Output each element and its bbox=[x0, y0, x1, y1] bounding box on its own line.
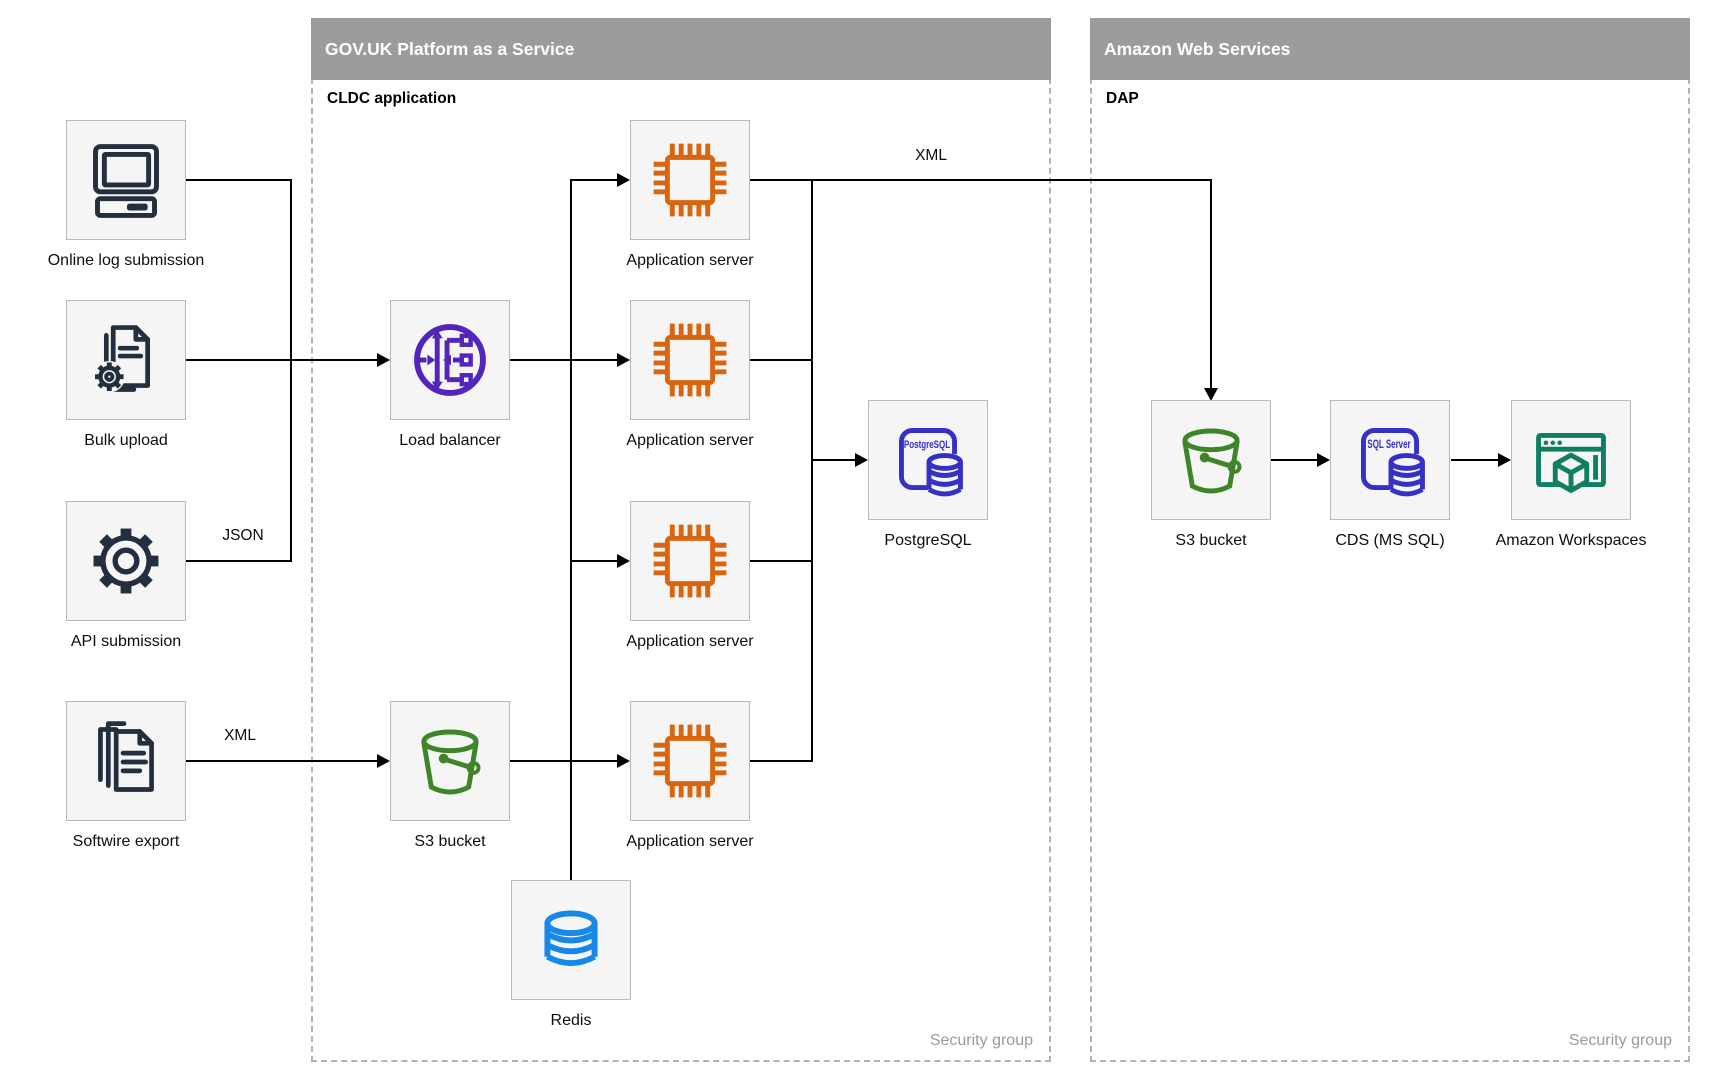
edge-xml-down-to-s3aws bbox=[1210, 179, 1212, 389]
node-application-server-1[interactable] bbox=[630, 120, 750, 240]
node-label: Softwire export bbox=[72, 833, 180, 850]
edge-collector-to-postgres bbox=[811, 459, 856, 461]
node-label: Application server bbox=[626, 833, 754, 850]
s3-bucket-icon bbox=[1182, 428, 1242, 494]
computer-icon bbox=[93, 144, 159, 218]
arrowhead-into-workspaces bbox=[1498, 453, 1511, 467]
container-govuk-paas-header: GOV.UK Platform as a Service bbox=[311, 18, 1051, 80]
node-redis[interactable] bbox=[511, 880, 631, 1000]
security-group-label: Security group bbox=[1568, 1032, 1672, 1049]
arrowhead-into-s3-paas bbox=[377, 754, 390, 768]
node-label: Load balancer bbox=[399, 432, 501, 449]
edge-app4-out bbox=[750, 760, 812, 762]
chip-icon bbox=[653, 524, 727, 598]
arrowhead-into-s3-aws bbox=[1204, 388, 1218, 401]
edge-s3paas-to-app4 bbox=[510, 760, 618, 762]
security-group-label: Security group bbox=[929, 1032, 1033, 1049]
arrowhead-into-load-balancer bbox=[377, 353, 390, 367]
node-label: S3 bucket bbox=[414, 833, 486, 850]
node-label: S3 bucket bbox=[1175, 532, 1247, 549]
s3-bucket-icon bbox=[421, 729, 481, 795]
edge-merge-vertical bbox=[290, 179, 292, 562]
arrowhead-into-app2 bbox=[617, 353, 630, 367]
edge-bulk-to-loadbalancer bbox=[186, 359, 378, 361]
sql-server-db-icon: SQL Server bbox=[1360, 428, 1427, 498]
node-label: Bulk upload bbox=[84, 432, 168, 449]
edge-label-xml-app: XML bbox=[915, 147, 947, 164]
arrowhead-into-postgresql bbox=[855, 453, 868, 467]
edge-cds-to-workspaces bbox=[1451, 459, 1499, 461]
edge-label-xml-softwire: XML bbox=[224, 727, 256, 744]
arrowhead-into-app3 bbox=[617, 554, 630, 568]
edge-app1-xml-to-aws bbox=[750, 179, 1211, 181]
node-cds-ms-sql[interactable]: SQL Server bbox=[1330, 400, 1450, 520]
edge-collector-vertical bbox=[811, 179, 813, 762]
node-application-server-2[interactable] bbox=[630, 300, 750, 420]
edge-app3-out bbox=[750, 560, 812, 562]
node-amazon-workspaces[interactable] bbox=[1511, 400, 1631, 520]
node-online-log-submission[interactable] bbox=[66, 120, 186, 240]
container-aws-header: Amazon Web Services bbox=[1090, 18, 1690, 80]
node-bulk-upload[interactable] bbox=[66, 300, 186, 420]
edge-app2-out bbox=[750, 359, 812, 361]
postgresql-db-icon: PostgreSQL bbox=[898, 428, 965, 498]
edge-softwire-xml bbox=[186, 760, 378, 762]
load-balancer-icon bbox=[414, 324, 486, 396]
sql-server-icon-text: SQL Server bbox=[1367, 437, 1411, 451]
node-label: PostgreSQL bbox=[884, 532, 972, 549]
arrowhead-into-app1 bbox=[617, 173, 630, 187]
chip-icon bbox=[653, 143, 727, 217]
node-label: Application server bbox=[626, 252, 754, 269]
edge-api-json-out bbox=[186, 560, 291, 562]
container-govuk-paas-sublabel: CLDC application bbox=[327, 90, 457, 107]
edge-loadbalancer-out bbox=[510, 359, 618, 361]
container-aws-sublabel: DAP bbox=[1106, 90, 1139, 107]
node-application-server-3[interactable] bbox=[630, 501, 750, 621]
documents-stack-icon bbox=[98, 721, 154, 792]
node-s3-bucket-paas[interactable] bbox=[390, 701, 510, 821]
container-aws: Amazon Web Services DAP Security group bbox=[1090, 18, 1690, 1062]
chip-icon bbox=[653, 724, 727, 798]
node-postgresql[interactable]: PostgreSQL bbox=[868, 400, 988, 520]
gear-icon bbox=[93, 528, 159, 594]
node-label: Application server bbox=[626, 633, 754, 650]
node-label: Online log submission bbox=[47, 252, 205, 269]
edge-bus-to-app1 bbox=[571, 179, 618, 181]
document-gear-icon bbox=[93, 325, 150, 393]
node-label: Redis bbox=[550, 1012, 592, 1029]
node-load-balancer[interactable] bbox=[390, 300, 510, 420]
chip-icon bbox=[653, 323, 727, 397]
node-softwire-export[interactable] bbox=[66, 701, 186, 821]
node-s3-bucket-aws[interactable] bbox=[1151, 400, 1271, 520]
edge-online-log-out bbox=[186, 179, 291, 181]
edge-bus-to-app3 bbox=[571, 560, 618, 562]
redis-db-icon bbox=[544, 910, 598, 967]
edge-label-json: JSON bbox=[222, 527, 264, 544]
node-label: API submission bbox=[70, 633, 182, 650]
node-label: Amazon Workspaces bbox=[1495, 532, 1647, 549]
workspaces-icon bbox=[1536, 432, 1606, 493]
node-application-server-4[interactable] bbox=[630, 701, 750, 821]
edge-s3aws-to-cds bbox=[1271, 459, 1318, 461]
arrowhead-into-app4 bbox=[617, 754, 630, 768]
arrowhead-into-cds bbox=[1317, 453, 1330, 467]
postgresql-icon-text: PostgreSQL bbox=[904, 439, 950, 451]
node-api-submission[interactable] bbox=[66, 501, 186, 621]
node-label: Application server bbox=[626, 432, 754, 449]
container-govuk-paas: GOV.UK Platform as a Service CLDC applic… bbox=[311, 18, 1051, 1062]
node-label: CDS (MS SQL) bbox=[1335, 532, 1445, 549]
edge-app-bus-vertical bbox=[570, 179, 572, 881]
